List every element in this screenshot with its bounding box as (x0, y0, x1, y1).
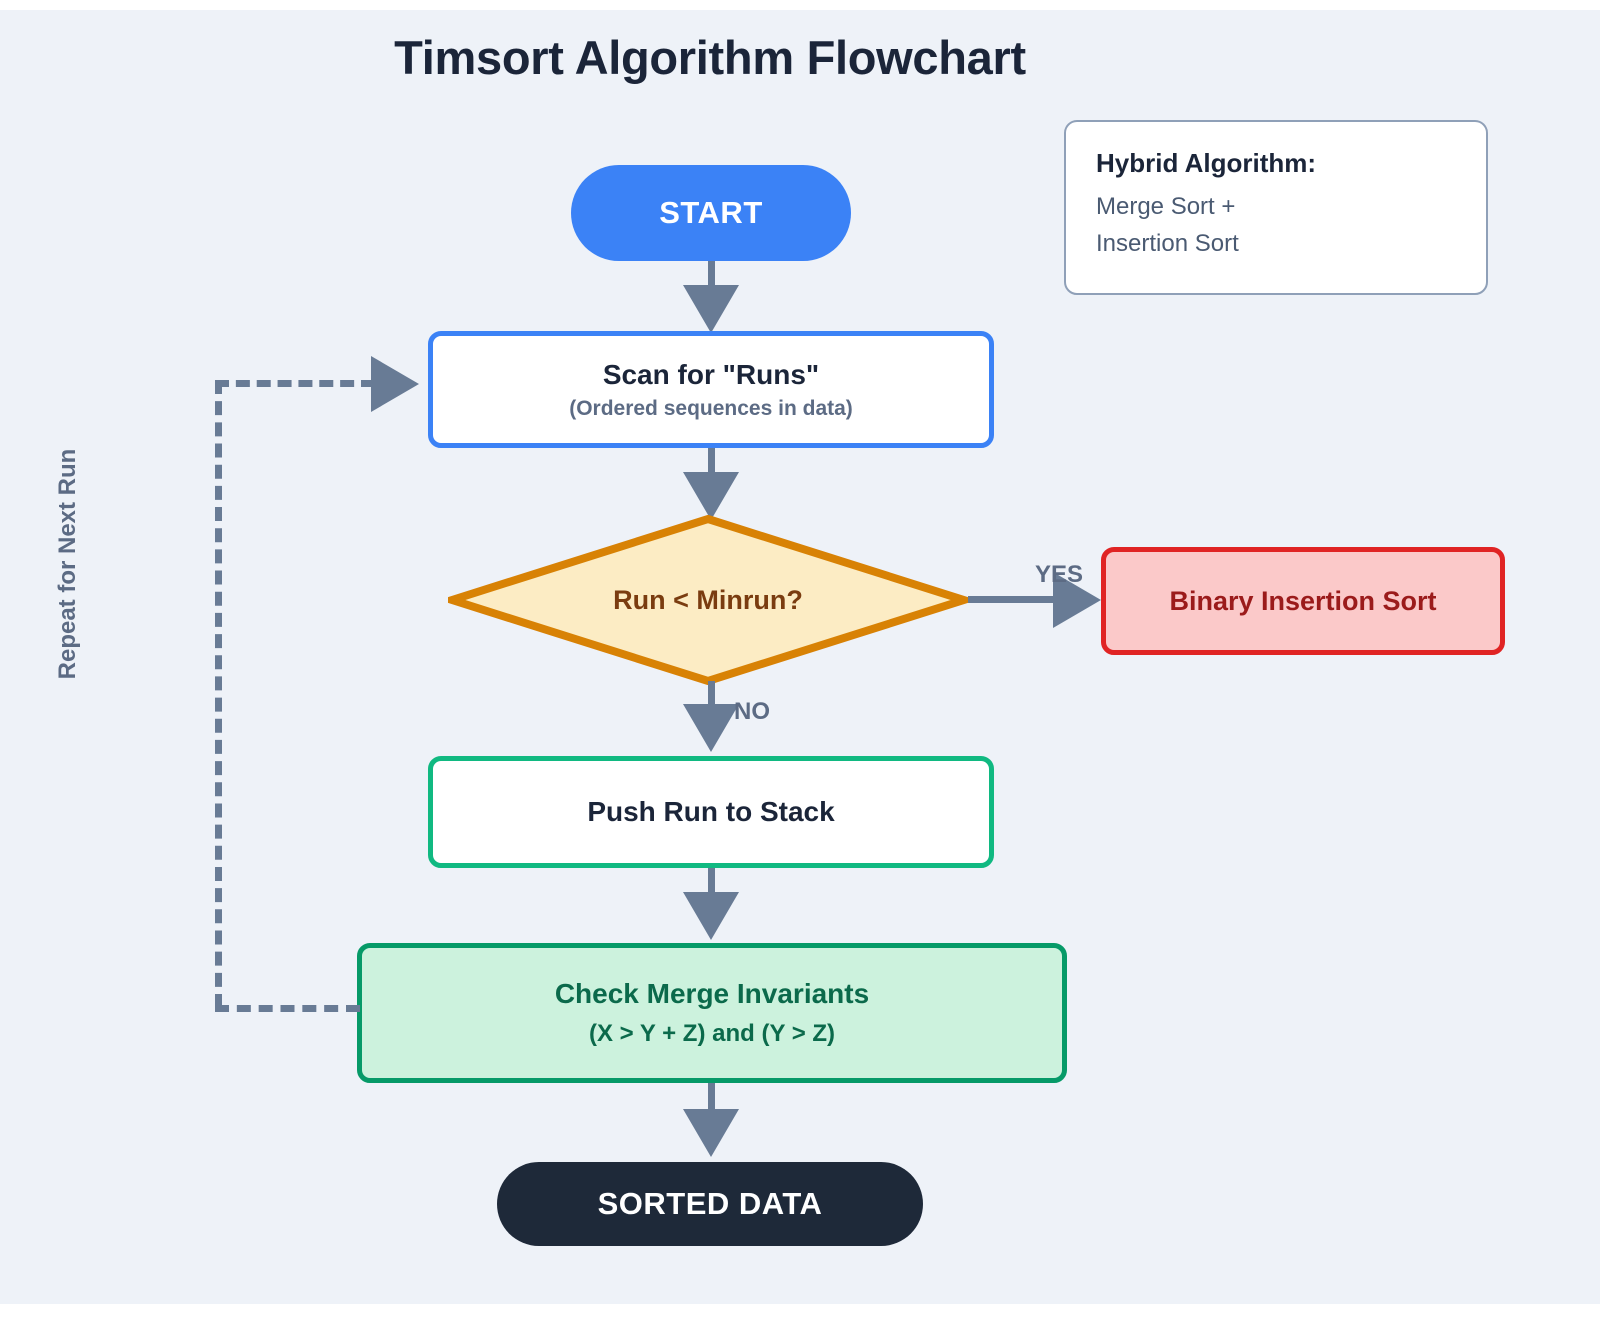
node-scan-sublabel: (Ordered sequences in data) (569, 396, 853, 420)
node-scan-for-runs[interactable]: Scan for "Runs" (Ordered sequences in da… (428, 331, 994, 448)
page-title: Timsort Algorithm Flowchart (394, 31, 1026, 84)
edge-label-no: NO (734, 698, 770, 725)
legend-line-1: Merge Sort + (1096, 193, 1236, 220)
node-check-merge-label: Check Merge Invariants (554, 978, 870, 1009)
legend-panel: Hybrid Algorithm: Merge Sort + Insertion… (1064, 120, 1488, 295)
legend-line-2: Insertion Sort (1096, 230, 1239, 257)
node-binary-insertion-sort[interactable]: Binary Insertion Sort (1101, 547, 1505, 655)
arrow-start-to-scan-head (683, 285, 739, 333)
flowchart-canvas: Timsort Algorithm Flowchart Hybrid Algor… (0, 10, 1600, 1304)
arrow-push-to-check-head (683, 892, 739, 940)
edge-label-yes: YES (1035, 561, 1084, 588)
node-sorted-data[interactable]: SORTED DATA (497, 1162, 923, 1246)
arrow-no-stem (708, 681, 715, 707)
node-sorted-data-label: SORTED DATA (597, 1186, 823, 1221)
node-push-run-label: Push Run to Stack (587, 796, 835, 827)
arrow-check-to-sorted-stem (708, 1083, 715, 1113)
arrow-yes-head (1053, 572, 1101, 628)
arrow-check-to-sorted-head (683, 1109, 739, 1157)
feedback-loop-vertical-segment (215, 380, 222, 1008)
node-binary-insertion-sort-label: Binary Insertion Sort (1169, 585, 1437, 616)
node-scan-label: Scan for "Runs" (602, 358, 820, 390)
node-check-merge-sublabel: (X > Y + Z) and (Y > Z) (588, 1020, 836, 1047)
edge-label-repeat-for-next-run: Repeat for Next Run (54, 448, 81, 680)
arrow-push-to-check-stem (708, 868, 715, 896)
node-check-merge-invariants[interactable]: Check Merge Invariants (X > Y + Z) and (… (357, 943, 1067, 1083)
node-start[interactable]: START (571, 165, 851, 261)
arrow-scan-to-decision-stem (708, 448, 715, 476)
arrow-start-to-scan-stem (708, 261, 715, 289)
arrow-no-head (683, 704, 739, 752)
node-start-label: START (659, 195, 763, 230)
arrow-scan-to-decision-head (683, 472, 739, 520)
feedback-loop-arrow-head (371, 356, 419, 412)
arrow-yes-stem (968, 596, 1058, 603)
node-decision-run-minrun[interactable]: Run < Minrun? (448, 515, 968, 685)
node-push-run-to-stack[interactable]: Push Run to Stack (428, 756, 994, 868)
feedback-loop-top-segment (215, 380, 375, 387)
node-decision-label: Run < Minrun? (613, 584, 803, 615)
legend-heading: Hybrid Algorithm: (1096, 148, 1317, 178)
feedback-loop-bottom-segment (215, 1005, 360, 1012)
